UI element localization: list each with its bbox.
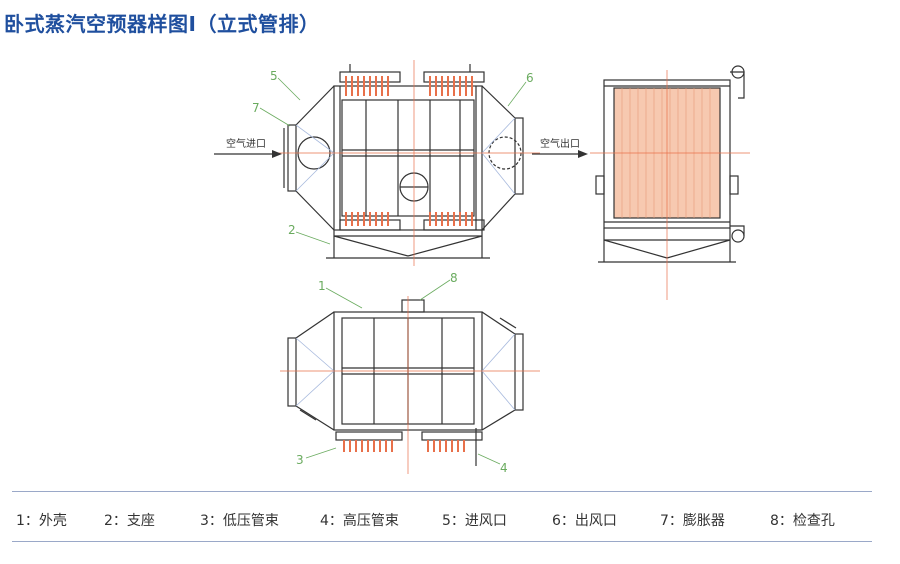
callout-2: 2	[288, 223, 296, 237]
front-tube-fins	[345, 76, 473, 226]
air-outlet-label: 空气出口	[540, 137, 580, 150]
legend-item-2: 2：支座	[104, 513, 155, 529]
top-view	[287, 299, 524, 466]
callout-6: 6	[526, 71, 534, 85]
front-diagonals	[295, 117, 516, 195]
air-outlet-arrow: 空气出口	[532, 137, 588, 158]
callout-1: 1	[318, 279, 326, 293]
top-diagonals	[295, 333, 516, 411]
callout-leaders	[259, 77, 527, 465]
top-tube-ends	[343, 440, 465, 452]
technical-drawing: 空气进口 空气出口	[214, 60, 750, 475]
callout-5: 5	[270, 69, 278, 83]
callout-4: 4	[500, 461, 508, 475]
top-centerlines	[280, 296, 540, 474]
legend-item-5: 5：进风口	[442, 513, 507, 529]
air-inlet-label: 空气进口	[226, 137, 266, 150]
side-view	[590, 65, 750, 300]
legend-item-7: 7：膨胀器	[660, 513, 725, 529]
legend-item-4: 4：高压管束	[320, 513, 399, 529]
air-inlet-arrow: 空气进口	[214, 137, 282, 158]
legend-bottom-divider	[12, 541, 872, 542]
legend-item-8: 8：检查孔	[770, 513, 835, 529]
callout-3: 3	[296, 453, 304, 467]
legend-item-3: 3：低压管束	[200, 513, 279, 529]
callout-8: 8	[450, 271, 458, 285]
legend-item-6: 6：出风口	[552, 513, 617, 529]
front-centerlines	[276, 60, 540, 266]
diagram-title: 卧式蒸汽空预器样图I（立式管排）	[4, 12, 320, 36]
legend-top-divider	[12, 491, 872, 492]
front-view	[283, 64, 524, 259]
legend: 1：外壳 2：支座 3：低压管束 4：高压管束 5：进风口 6：出风口 7：膨胀…	[0, 510, 900, 532]
legend-item-1: 1：外壳	[16, 513, 67, 529]
callout-7: 7	[252, 101, 260, 115]
